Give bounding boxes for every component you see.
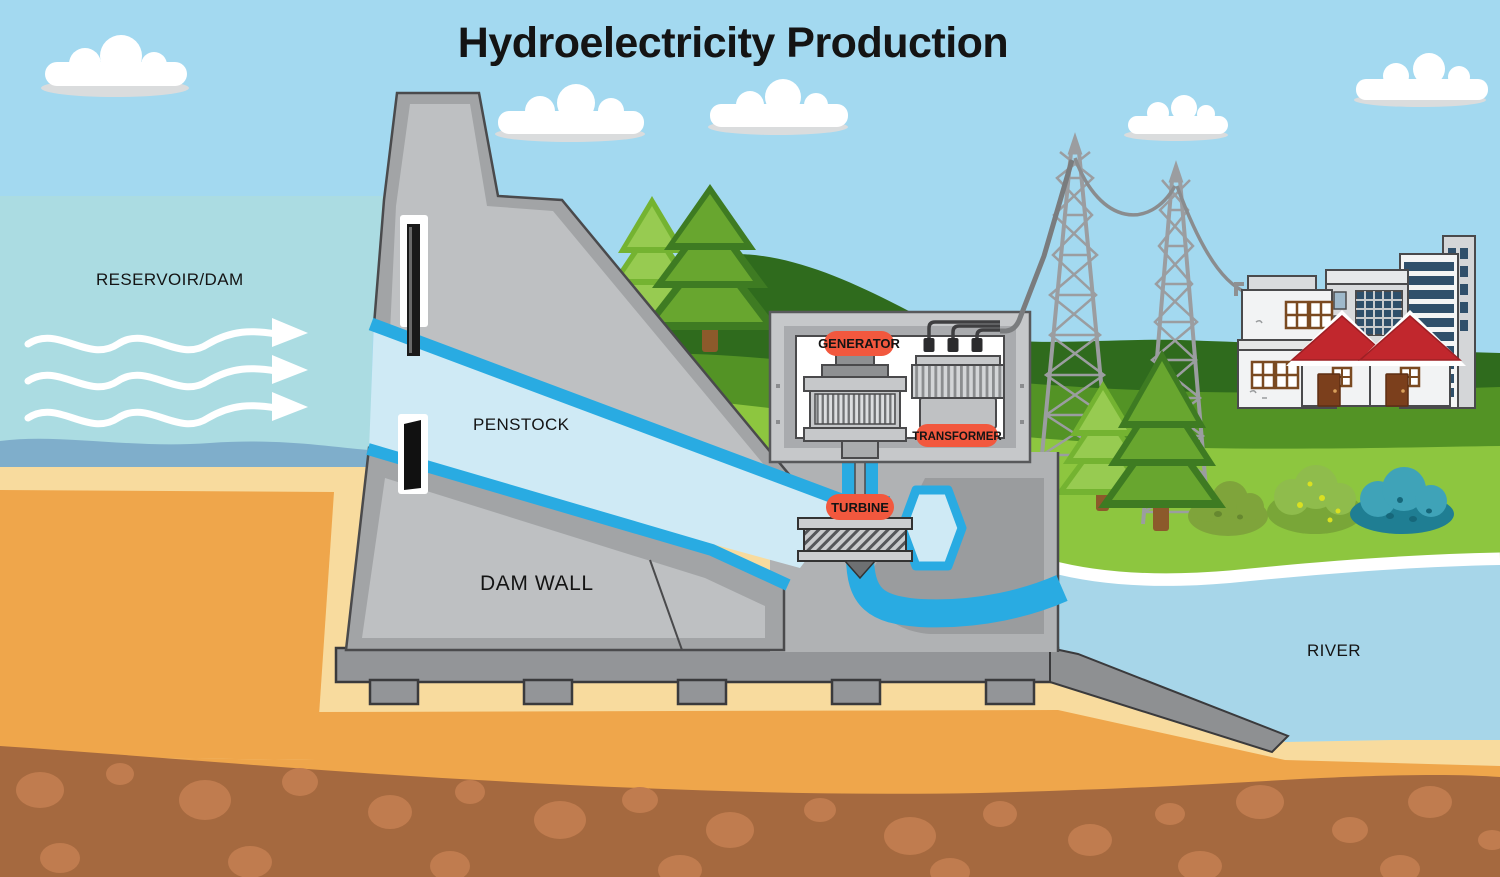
window	[1250, 300, 1334, 390]
generator	[803, 353, 907, 459]
svg-text:TRANSFORMER: TRANSFORMER	[912, 431, 1002, 443]
turbine-badge: TURBINE	[826, 494, 894, 520]
cloud	[1124, 95, 1228, 141]
ground-soil-left	[0, 490, 334, 760]
reservoir: RESERVOIR/DAM	[0, 196, 386, 467]
city-buildings	[1234, 235, 1476, 409]
ground-rock-layer	[0, 746, 1500, 877]
cloud	[1354, 53, 1488, 107]
transformer-wires	[927, 320, 1000, 344]
generator-badge: GENERATOR	[818, 331, 901, 356]
bush	[1350, 467, 1454, 534]
rocks	[16, 763, 1500, 877]
turbine-runner	[803, 528, 907, 552]
house	[1286, 310, 1398, 407]
dam-foundation	[334, 646, 1060, 706]
transformer-badge: TRANSFORMER	[912, 424, 1002, 447]
dam-crease	[649, 559, 683, 651]
dam: PENSTOCK DAM WALL	[344, 91, 855, 652]
river-label: RIVER	[1307, 641, 1361, 660]
dam-wall-label: DAM WALL	[480, 572, 594, 595]
draft-tube-water	[846, 555, 1068, 628]
scroll-case	[897, 485, 967, 571]
door	[1317, 373, 1341, 407]
bush	[1267, 465, 1363, 534]
penstock-top-edge	[368, 317, 855, 511]
reservoir-label: RESERVOIR/DAM	[96, 270, 244, 289]
cloud	[41, 35, 189, 97]
turbine-cone	[843, 560, 877, 580]
turbine-bottom-plate	[797, 550, 913, 562]
reservoir-water	[0, 196, 386, 467]
flow-arrows	[24, 318, 308, 428]
antenna	[1234, 282, 1244, 296]
power-line-span	[1073, 157, 1177, 217]
svg-text:GENERATOR: GENERATOR	[818, 336, 900, 351]
door	[1385, 373, 1409, 407]
intake-gate-upper	[400, 215, 428, 356]
penstock-label: PENSTOCK	[473, 415, 570, 434]
pine-tree	[1098, 350, 1226, 531]
turbine-assembly: TURBINE	[797, 451, 1068, 628]
penstock-bottom-edge	[366, 443, 791, 591]
cloud	[708, 79, 848, 135]
intake-gate-lower	[398, 414, 428, 494]
dam-upper-inner	[390, 104, 770, 472]
svg-text:TURBINE: TURBINE	[831, 500, 889, 515]
power-line-conduit	[1000, 159, 1075, 334]
cloud	[495, 84, 645, 142]
reservoir-deep-wave	[0, 438, 369, 467]
bushings	[923, 338, 983, 352]
house	[1354, 310, 1466, 407]
page-title: Hydroelectricity Production	[458, 19, 1008, 67]
penstock-water	[369, 322, 850, 568]
riverbed-retaining-wall	[1049, 646, 1290, 754]
powerhouse: GENERATOR TRANSFORMER	[768, 310, 1032, 464]
river-wave-crest	[1046, 552, 1500, 587]
pine-tree	[640, 184, 780, 352]
